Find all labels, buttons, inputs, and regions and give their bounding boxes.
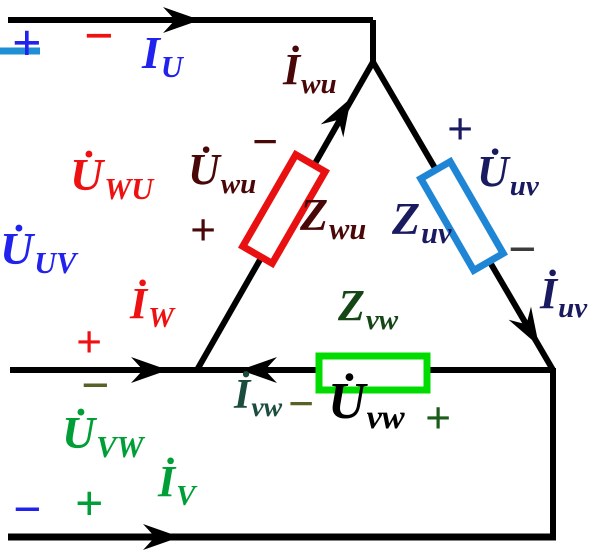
impedance-box-Zwu [237,149,331,269]
phasor-letter: İ [130,279,148,328]
polarity-minus-bottom: − [13,481,42,537]
phasor-letter: İ [283,45,301,94]
impedance-letter: Z [392,193,421,244]
phasor-letter: U̇ [188,145,220,194]
polarity-minus-Uwu: − [252,116,279,167]
polarity-plus-Uuv: + [447,103,474,154]
label-impedance-Zvw: Zvw [338,284,398,335]
impedance-rect-blue [415,156,509,276]
phasor-letter: U̇ [62,407,96,458]
phasor-letter: İ [234,372,251,418]
phasor-subscript: wu [301,67,337,100]
label-impedance-Zuv: Zuv [392,193,452,251]
polarity-plus-bottom: + [75,475,104,531]
polarity-plus-Uvw: + [425,392,452,443]
label-impedance-Zwu: Zwu [300,189,367,247]
impedance-subscript: wu [329,212,367,247]
arrow-Iwu-up [320,98,351,138]
label-line-voltage-UVW: U̇VW [62,407,144,465]
label-line-voltage-UWU: U̇WU [70,149,154,207]
phasor-subscript: VW [96,430,144,465]
phasor-subscript: uv [558,291,588,324]
phasor-letter: I [142,27,160,78]
impedance-subscript: vw [365,303,399,336]
label-phase-current-Iwu: İwu [283,48,337,99]
phasor-subscript: V [176,479,196,512]
label-phase-voltage-Uuv: U̇uv [477,150,539,201]
arrow-IV-right [143,524,180,550]
phasor-subscript: uv [509,169,539,202]
arrow-Ivw-left [240,357,277,383]
polarity-plus-middle: + [76,316,103,367]
polarity-minus-top: − [84,8,114,65]
phasor-letter: U̇ [328,373,366,430]
impedance-letter: Z [300,189,329,240]
arrow-IW-right [131,357,168,383]
label-phase-current-Ivw: İvw [234,374,282,421]
phasor-letter: İ [540,269,558,318]
arrow-IU-right [163,7,200,33]
impedance-rect-red [237,149,331,269]
phasor-letter: U̇ [477,147,509,196]
polarity-plus-Uwu: + [190,204,217,255]
impedance-rect-green-Zvw [315,352,431,394]
phasor-subscript: WU [104,172,154,207]
phasor-subscript: W [148,301,174,334]
label-phase-voltage-Uvw: U̇vw [328,376,405,435]
label-phase-voltage-Uwu: U̇wu [188,148,256,199]
polarity-minus-Uvw: − [288,378,315,429]
label-phase-current-Iuv: İuv [540,272,587,323]
polarity-minus-middle: − [81,357,110,413]
impedance-subscript: uv [421,216,452,251]
label-line-current-IV: İV [158,460,196,511]
impedance-box-Zuv [415,156,509,276]
phasor-subscript: vw [251,391,283,423]
phasor-letter: İ [158,457,176,506]
label-line-voltage-UUV: U̇UV [0,223,77,281]
polarity-plus-top-left: + [12,15,42,72]
phasor-letter: U̇ [0,223,34,274]
polarity-minus-Uuv: − [508,221,537,277]
impedance-letter: Z [338,281,365,330]
label-line-current-IU: IU [142,27,183,85]
label-line-current-IW: İW [130,282,174,333]
phasor-subscript: vw [366,398,405,437]
phasor-subscript: wu [220,167,257,200]
arrow-Iuv-down [508,306,539,346]
phasor-subscript: U [160,50,183,85]
phasor-letter: U̇ [70,149,104,200]
phasor-subscript: UV [34,246,77,281]
